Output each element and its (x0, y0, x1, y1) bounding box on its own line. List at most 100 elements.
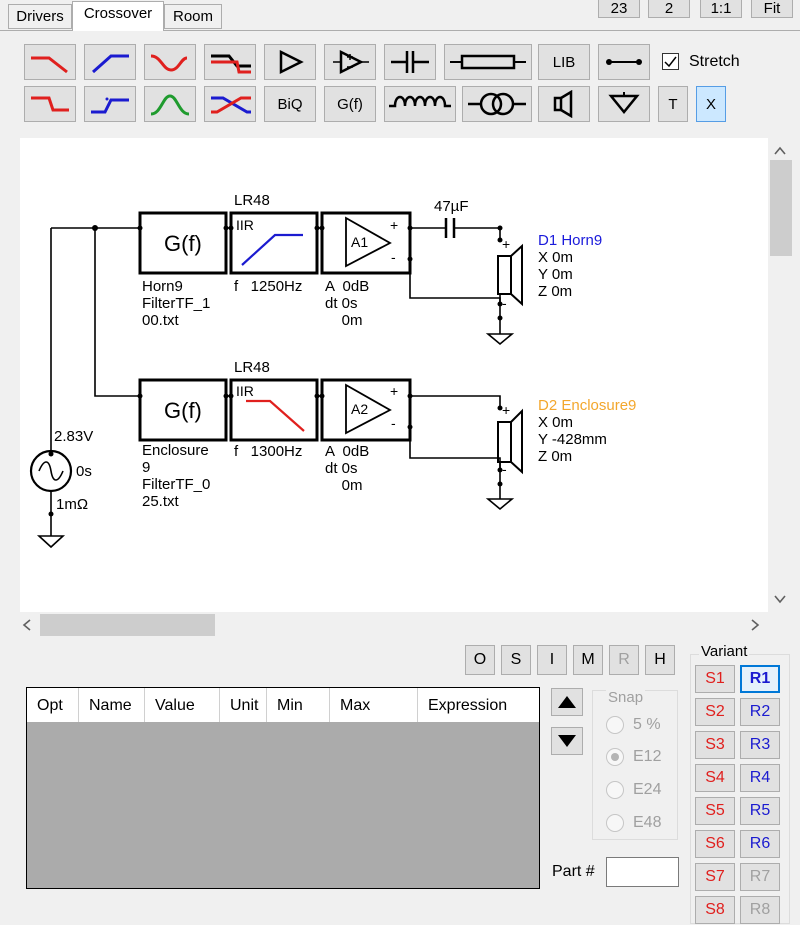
lowpass-red-tool[interactable] (24, 44, 76, 80)
text-tool-label: T (668, 95, 678, 113)
filter-1-kind: IIR (236, 217, 254, 233)
move-down-button[interactable] (551, 727, 583, 755)
variant-r3-button[interactable]: R3 (740, 731, 780, 759)
variant-r1-button[interactable]: R1 (740, 665, 780, 693)
inductor-tool[interactable] (384, 86, 456, 122)
mode-s-button[interactable]: S (501, 645, 531, 675)
horizontal-scrollbar[interactable] (20, 612, 768, 638)
resistor-icon (450, 54, 526, 70)
library-label: LIB (552, 53, 576, 71)
column-header-name[interactable]: Name (79, 688, 145, 722)
part-number-input[interactable] (606, 857, 679, 887)
text-tool[interactable]: T (658, 86, 688, 122)
variant-s4-button[interactable]: S4 (695, 764, 735, 792)
column-header-expression[interactable]: Expression (428, 697, 508, 714)
transformer-tool[interactable] (462, 86, 532, 122)
move-up-button[interactable] (551, 688, 583, 716)
transfer-function-label: G(f) (337, 95, 363, 113)
source-voltage: 2.83V (54, 428, 94, 445)
horizontal-scrollbar-graphics (22, 614, 760, 636)
column-header-unit[interactable]: Unit (220, 688, 267, 722)
shelf-tool[interactable] (204, 44, 256, 80)
schematic-canvas[interactable]: +- +- +- +- G(f) G(f) Horn9 FilterTF_1 0… (20, 138, 768, 612)
variant-s3-button[interactable]: S3 (695, 731, 735, 759)
variant-s1-button[interactable]: S1 (695, 665, 735, 693)
amp-1-name: A1 (351, 234, 369, 250)
snap-option-5pct: 5 % (633, 716, 661, 733)
snap-radio-e24[interactable] (606, 781, 624, 799)
column-header-min[interactable]: Min (267, 688, 330, 722)
mode-o-button[interactable]: O (465, 645, 495, 675)
resistor-tool[interactable] (444, 44, 532, 80)
column-header-opt[interactable]: Opt (27, 688, 79, 722)
zoom-fit-button[interactable]: Fit (751, 0, 793, 18)
svg-text:-: - (502, 295, 507, 311)
tab-drivers[interactable]: Drivers (8, 4, 72, 29)
zoom-23-button[interactable]: 23 (598, 0, 640, 18)
biquad-tool[interactable]: BiQ (264, 86, 316, 122)
snap-label: Snap (606, 689, 646, 706)
delete-tool-label: X (705, 95, 716, 113)
variant-s7-button[interactable]: S7 (695, 863, 735, 891)
lowpass-step-tool[interactable] (24, 86, 76, 122)
tab-label: Drivers (16, 8, 64, 25)
variant-label: Variant (699, 643, 750, 660)
snap-radio-e48[interactable] (606, 814, 624, 832)
crossover-pair-tool[interactable] (204, 86, 256, 122)
speaker-tool[interactable] (538, 86, 590, 122)
column-header-max[interactable]: Max (330, 688, 418, 722)
stretch-label: Stretch (689, 53, 740, 70)
snap-radio-e12[interactable] (606, 748, 624, 766)
snap-option-e48: E48 (633, 814, 662, 831)
svg-text:-: - (502, 461, 507, 477)
amp-2-caption: A 0dB dt 0s 0m (325, 443, 370, 494)
zoom-1to1-button[interactable]: 1:1 (700, 0, 742, 18)
variant-r8-button[interactable]: R8 (740, 896, 780, 924)
table-header: Opt Name Value Unit Min Max Expression (27, 688, 539, 722)
diff-amplifier-tool[interactable] (324, 44, 376, 80)
filter-2-type: LR48 (234, 359, 270, 376)
gf-block-1-label: G(f) (164, 231, 202, 256)
variant-r6-button[interactable]: R6 (740, 830, 780, 858)
zoom-2-button[interactable]: 2 (648, 0, 690, 18)
lowpass-curve-tool[interactable] (144, 44, 196, 80)
variant-s8-button[interactable]: S8 (695, 896, 735, 924)
bandpass-tool[interactable] (144, 86, 196, 122)
column-header-value[interactable]: Value (145, 688, 220, 722)
stretch-checkbox[interactable] (662, 53, 679, 70)
parameter-table[interactable]: Opt Name Value Unit Min Max Expression (26, 687, 540, 889)
tab-room[interactable]: Room (164, 4, 222, 29)
variant-s5-button[interactable]: S5 (695, 797, 735, 825)
mode-m-button[interactable]: M (573, 645, 603, 675)
tab-crossover[interactable]: Crossover (72, 1, 164, 31)
highpass-step-tool[interactable] (84, 86, 136, 122)
svg-text:-: - (391, 415, 396, 431)
variant-s6-button[interactable]: S6 (695, 830, 735, 858)
variant-r2-button[interactable]: R2 (740, 698, 780, 726)
schematic-drawing: +- +- +- +- (29, 211, 523, 549)
snap-option-e12: E12 (633, 748, 662, 765)
capacitor-tool[interactable] (384, 44, 436, 80)
mode-h-button[interactable]: H (645, 645, 675, 675)
ground-tool[interactable] (598, 86, 650, 122)
check-icon (664, 56, 677, 68)
vertical-scrollbar[interactable] (768, 138, 800, 612)
highpass-blue-tool[interactable] (84, 44, 136, 80)
variant-r4-button[interactable]: R4 (740, 764, 780, 792)
mode-i-button[interactable]: I (537, 645, 567, 675)
transfer-function-tool[interactable]: G(f) (324, 86, 376, 122)
driver-2-position: X 0m Y -428mm Z 0m (538, 414, 607, 465)
variant-r7-button[interactable]: R7 (740, 863, 780, 891)
snap-option-e24: E24 (633, 781, 662, 798)
delete-tool[interactable]: X (696, 86, 726, 122)
variant-r5-button[interactable]: R5 (740, 797, 780, 825)
bandpass-icon (150, 94, 190, 116)
biquad-label: BiQ (277, 95, 303, 113)
driver-1-name: D1 Horn9 (538, 232, 603, 249)
snap-radio-5pct[interactable] (606, 716, 624, 734)
mode-r-button[interactable]: R (609, 645, 639, 675)
amplifier-tool[interactable] (264, 44, 316, 80)
wire-tool[interactable] (598, 44, 650, 80)
variant-s2-button[interactable]: S2 (695, 698, 735, 726)
library-button[interactable]: LIB (538, 44, 590, 80)
